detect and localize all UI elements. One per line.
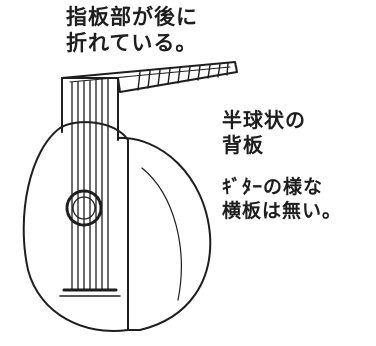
lute-strings bbox=[71, 78, 109, 291]
lute-rosette bbox=[65, 189, 103, 227]
sides-annotation-line1: ｷﾞﾀｰの様な bbox=[222, 176, 324, 198]
back-annotation-line1: 半球状の bbox=[222, 108, 306, 132]
lute-bowl-seam bbox=[141, 167, 182, 301]
neck-annotation-line1: 指板部が後に bbox=[66, 5, 198, 29]
lute-rosette-inner bbox=[72, 196, 96, 220]
neck-annotation-line2: 折れている。 bbox=[66, 31, 198, 56]
neck-annotation: 指板部が後に 折れている。 bbox=[66, 4, 198, 57]
sides-annotation-line2: 横板は無い。 bbox=[222, 199, 343, 222]
lute-tuning-pegs bbox=[137, 62, 229, 91]
lute-bowl-back bbox=[117, 136, 212, 331]
sides-annotation: ｷﾞﾀｰの様な 横板は無い。 bbox=[222, 176, 342, 224]
back-annotation-line2: 背板 bbox=[222, 133, 264, 157]
back-annotation: 半球状の 背板 bbox=[222, 108, 306, 158]
lute-soundboard-outline bbox=[22, 121, 129, 332]
